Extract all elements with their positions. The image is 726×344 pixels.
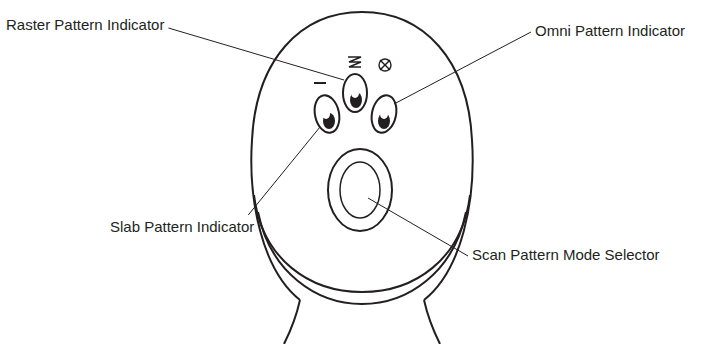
slab-symbol: [314, 82, 326, 84]
leader-line: [248, 127, 320, 215]
selector-button: [328, 149, 392, 231]
callout-label: Scan Pattern Mode Selector: [472, 246, 660, 264]
omni-symbol: [379, 59, 391, 71]
handle-line: [284, 300, 300, 344]
callout-label: Raster Pattern Indicator: [6, 16, 164, 34]
leader-line: [368, 198, 468, 256]
leader-line: [168, 28, 344, 80]
collar-line: [258, 212, 466, 304]
leader-line: [394, 32, 531, 104]
scanner-head-outline: [251, 12, 472, 300]
collar-line: [254, 195, 470, 292]
handle-line: [424, 300, 440, 344]
raster-led: [343, 74, 367, 112]
omni-led: [368, 93, 399, 135]
callout-label: Slab Pattern Indicator: [110, 218, 254, 236]
raster-symbol: [348, 57, 361, 67]
selector-button-inner: [340, 162, 380, 218]
callout-label: Omni Pattern Indicator: [535, 22, 685, 40]
slab-led: [311, 93, 342, 135]
